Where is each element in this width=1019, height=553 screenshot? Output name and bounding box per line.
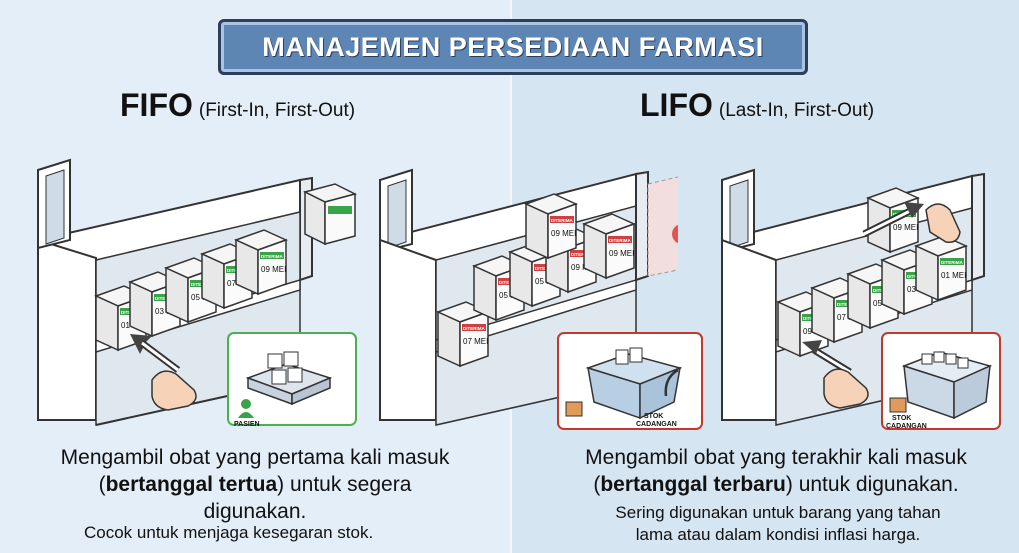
box-tag [550, 216, 574, 223]
lifo-subtitle: (Last-In, First-Out) [718, 100, 875, 121]
box-date: 09 MEI [261, 265, 286, 274]
lifo-name: LIFO [640, 87, 713, 123]
svg-text:✕: ✕ [677, 227, 678, 242]
box-date: 09 MEI [893, 223, 918, 232]
lifo-inset2-label-line2: CADANGAN [886, 423, 927, 430]
lifo-inset2-label-line1: STOK [892, 415, 911, 422]
box-tag-text: DITERIMA [941, 260, 963, 265]
box-date: 09 MEI [609, 249, 634, 258]
fifo-desc-bold: bertanggal tertua [105, 473, 278, 496]
fifo-desc-line2: (bertanggal tertua) untuk segera [30, 471, 480, 498]
fifo-subtitle: (First-In, First-Out) [198, 100, 356, 121]
box-tag-text: DITERIMA [571, 252, 593, 257]
box-date: 09 MEI [551, 229, 576, 238]
fifo-pick-arrow [130, 334, 181, 373]
box-tag [608, 236, 632, 243]
lifo-inset-label-line1: STOK [644, 413, 663, 420]
box-tag-text: DITERIMA [551, 218, 573, 223]
fifo-incoming-box [302, 183, 358, 246]
lifo-inset-right: STOK CADANGAN [881, 332, 1001, 430]
box-tag [940, 258, 964, 265]
box-tag-text: DITERIMA [609, 238, 631, 243]
fifo-desc-line1: Mengambil obat yang pertama kali masuk [60, 446, 450, 469]
fifo-heading: FIFO(First-In, First-Out) [120, 87, 355, 124]
fifo-note: Cocok untuk menjaga kesegaran stok. [84, 523, 374, 542]
box-tag [462, 324, 486, 331]
fifo-desc-after: ) untuk segera [277, 473, 412, 496]
box-tag-text: DITERIMA [261, 254, 283, 259]
lifo-paren: ( [593, 473, 601, 496]
lifo-description: Mengambil obat yang terakhir kali masuk … [556, 444, 996, 498]
fifo-desc-line3: digunakan. [203, 500, 307, 523]
fifo-inset-label: PASIEN [234, 421, 260, 428]
fifo-paren: ( [98, 473, 106, 496]
blocked-slot: ✕ [647, 176, 678, 277]
fifo-name: FIFO [120, 87, 193, 123]
fifo-box: DITERIMA 09 MEI [234, 229, 288, 296]
fifo-description: Mengambil obat yang pertama kali masuk (… [30, 444, 480, 525]
page-title: MANAJEMEN PERSEDIAAN FARMASI [262, 31, 764, 62]
lifo-pick-arrow [802, 202, 924, 375]
box-tag [260, 252, 284, 259]
lifo-note-line2: lama atau dalam kondisi inflasi harga. [635, 525, 921, 544]
lifo-desc-line1: Mengambil obat yang terakhir kali masuk [585, 446, 967, 469]
lifo-inset-label-line2: CADANGAN [636, 421, 677, 428]
box-date: 01 MEI [941, 271, 966, 280]
title-banner: MANAJEMEN PERSEDIAAN FARMASI [218, 19, 808, 75]
lifo-inset-left: STOK CADANGAN [557, 332, 703, 430]
hand-icon [823, 203, 961, 409]
lifo-desc-after: ) untuk digunakan. [785, 473, 959, 496]
lifo-box: DITERIMA 01 MEI [914, 235, 968, 302]
lifo-note: Sering digunakan untuk barang yang tahan… [588, 502, 968, 546]
hand-icon [151, 370, 197, 411]
lifo-heading: LIFO(Last-In, First-Out) [640, 87, 874, 124]
fifo-inset-patient: PASIEN [227, 332, 357, 428]
overflow-box: DITERIMA 09 MEI [524, 193, 578, 260]
lifo-desc-bold: bertanggal terbaru [600, 473, 786, 496]
lifo-note-line1: Sering digunakan untuk barang yang tahan [615, 503, 941, 522]
lifo-desc-line2: (bertanggal terbaru) untuk digunakan. [556, 471, 996, 498]
overflow-box: DITERIMA 09 MEI [582, 213, 636, 280]
box-date: 07 MEI [463, 337, 488, 346]
box-tag-text: DITERIMA [463, 326, 485, 331]
box-tag [570, 250, 594, 257]
